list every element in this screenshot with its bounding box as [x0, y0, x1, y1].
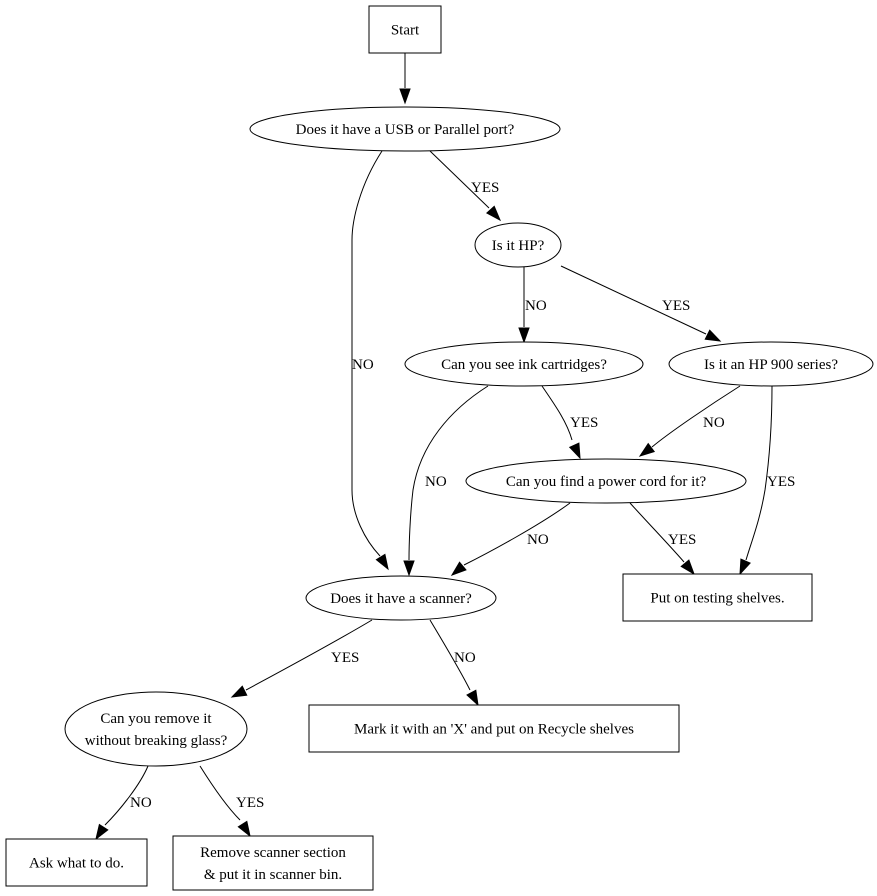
- edge-line: [541, 385, 573, 441]
- decision-ellipse: [305, 575, 497, 621]
- process-box: [308, 704, 680, 753]
- arrowhead-icon: [704, 329, 722, 342]
- edge-line: [745, 385, 773, 561]
- edge-label: NO: [130, 795, 152, 811]
- node-label: Can you see ink cartridges?: [441, 357, 607, 373]
- node-label: Does it have a scanner?: [330, 591, 472, 607]
- process-box: [622, 573, 813, 622]
- edge-label: NO: [352, 357, 374, 373]
- edge-label: NO: [525, 298, 547, 314]
- node-scanner: Does it have a scanner?: [305, 575, 497, 621]
- edge-power_cord-to-testing_shelves: YES: [629, 502, 696, 576]
- edge-label: NO: [425, 474, 447, 490]
- arrowhead-icon: [739, 558, 751, 576]
- arrowhead-icon: [95, 823, 109, 841]
- arrowhead-icon: [466, 689, 479, 707]
- node-label: Mark it with an 'X' and put on Recycle s…: [354, 722, 634, 738]
- arrowhead-icon: [403, 560, 415, 577]
- node-recycle: Mark it with an 'X' and put on Recycle s…: [308, 704, 680, 753]
- edge-line: [651, 385, 741, 448]
- edge-line: [463, 502, 571, 566]
- arrowhead-icon: [230, 685, 248, 698]
- node-label: Can you find a power cord for it?: [506, 474, 707, 490]
- node-label: Is it HP?: [492, 238, 545, 254]
- arrowhead-icon: [399, 88, 411, 105]
- node-testing-shelves: Put on testing shelves.: [622, 573, 813, 622]
- process-box: [5, 838, 148, 887]
- edge-label: YES: [331, 650, 359, 666]
- node-label: Is it an HP 900 series?: [704, 357, 838, 373]
- edge-hp_900-to-testing_shelves: YES: [739, 385, 795, 576]
- decision-ellipse: [64, 691, 248, 767]
- edge-line: [199, 765, 241, 821]
- edge-line: [408, 385, 489, 561]
- node-power-cord: Can you find a power cord for it?: [465, 458, 747, 504]
- edge-label: YES: [236, 795, 264, 811]
- node-label: Start: [391, 23, 420, 39]
- node-start: Start: [368, 5, 442, 54]
- process-box: [368, 5, 442, 54]
- edge-line: [104, 765, 149, 826]
- node-label: Can you remove it: [100, 711, 212, 727]
- arrowhead-icon: [375, 553, 389, 571]
- arrowhead-icon: [568, 442, 581, 460]
- edge-remove_glass-to-ask: NO: [95, 765, 152, 841]
- edge-ink_cartridges-to-scanner: NO: [403, 385, 489, 577]
- arrowhead-icon: [485, 205, 502, 222]
- arrowhead-icon: [518, 327, 530, 344]
- node-label: Ask what to do.: [29, 856, 124, 872]
- decision-ellipse: [474, 222, 562, 268]
- process-box: [172, 835, 374, 891]
- edge-line: [245, 619, 373, 691]
- edge-scanner-to-remove_glass: YES: [230, 619, 373, 698]
- node-scanner-bin: Remove scanner section & put it in scanne…: [172, 835, 374, 891]
- edge-line: [560, 265, 707, 335]
- edge-is_hp-to-hp_900: YES: [560, 265, 722, 342]
- node-label: Does it have a USB or Parallel port?: [296, 122, 515, 138]
- edge-label: YES: [668, 532, 696, 548]
- decision-ellipse: [668, 341, 874, 387]
- node-label: & put it in scanner bin.: [204, 867, 342, 883]
- edge-label: NO: [527, 532, 549, 548]
- node-usb-port: Does it have a USB or Parallel port?: [249, 106, 561, 152]
- edge-power_cord-to-scanner: NO: [450, 502, 571, 576]
- edge-label: YES: [767, 474, 795, 490]
- edge-line: [429, 619, 471, 691]
- edge-label: NO: [454, 650, 476, 666]
- edge-label: YES: [471, 180, 499, 196]
- edge-scanner-to-recycle: NO: [429, 619, 479, 707]
- decision-ellipse: [465, 458, 747, 504]
- node-label: Put on testing shelves.: [650, 591, 784, 607]
- node-remove-glass: Can you remove it without breaking glass?: [64, 691, 248, 767]
- edge-usb_port-to-is_hp: YES: [429, 150, 502, 222]
- edge-line: [629, 502, 685, 563]
- edges-layer: NO YES NO YES NO YES NO YES NO YES YES NO NO YES: [95, 53, 795, 841]
- edge-ink_cartridges-to-power_cord: YES: [541, 385, 598, 460]
- node-label: Remove scanner section: [200, 845, 346, 861]
- arrowhead-icon: [237, 820, 251, 838]
- edge-hp_900-to-power_cord: NO: [638, 385, 741, 457]
- edge-line: [351, 150, 383, 557]
- node-ink-cartridges: Can you see ink cartridges?: [404, 341, 644, 387]
- edge-remove_glass-to-scanner_bin: YES: [199, 765, 264, 838]
- edge-label: YES: [662, 298, 690, 314]
- node-is-hp: Is it HP?: [474, 222, 562, 268]
- edge-label: YES: [570, 415, 598, 431]
- arrowhead-icon: [450, 561, 467, 576]
- edge-line: [429, 150, 490, 209]
- arrowhead-icon: [638, 442, 656, 457]
- edge-label: NO: [703, 415, 725, 431]
- edge-is_hp-to-ink_cartridges: NO: [518, 267, 547, 344]
- node-label: without breaking glass?: [85, 733, 228, 749]
- edge-usb_port-to-scanner: NO: [351, 150, 389, 571]
- arrowhead-icon: [680, 559, 695, 576]
- decision-ellipse: [404, 341, 644, 387]
- node-hp-900: Is it an HP 900 series?: [668, 341, 874, 387]
- edge-start-to-usb_port: [399, 53, 411, 105]
- decision-ellipse: [249, 106, 561, 152]
- node-ask: Ask what to do.: [5, 838, 148, 887]
